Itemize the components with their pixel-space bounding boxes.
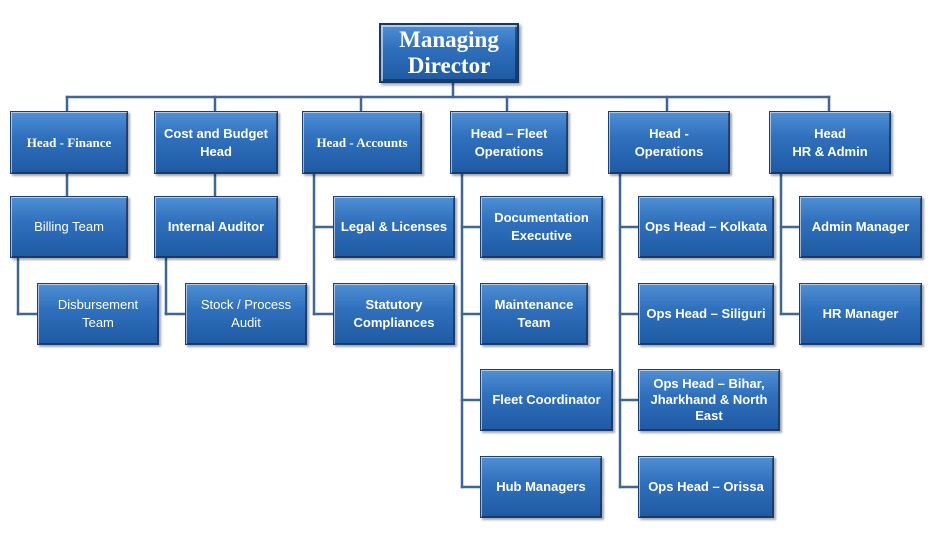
- head-fleet-operations-box: Head – Fleet Operations: [450, 111, 568, 174]
- head-hr-admin-label: Head HR & Admin: [792, 125, 868, 159]
- ops-head-siliguri-box: Ops Head – Siliguri: [638, 283, 774, 345]
- hr-manager-label: HR Manager: [822, 306, 899, 321]
- stock-process-audit-label: Stock / Process Audit: [200, 297, 292, 330]
- fleet-coordinator-box: Fleet Coordinator: [480, 369, 613, 431]
- admin-manager-label: Admin Manager: [811, 219, 910, 234]
- disbursement-team-box: Disbursement Team: [37, 283, 159, 345]
- hub-managers-label: Hub Managers: [496, 479, 586, 494]
- legal-licenses-label: Legal & Licenses: [340, 219, 448, 234]
- internal-auditor-box: Internal Auditor: [154, 196, 278, 258]
- head-fleet-operations-label: Head – Fleet Operations: [470, 125, 548, 159]
- disbursement-team-label: Disbursement Team: [57, 297, 139, 330]
- maintenance-team-box: Maintenance Team: [480, 283, 588, 345]
- cost-budget-head-box: Cost and Budget Head: [154, 111, 278, 174]
- hr-manager-box: HR Manager: [799, 283, 922, 345]
- head-operations-label: Head - Operations: [634, 125, 704, 159]
- admin-manager-box: Admin Manager: [799, 196, 922, 258]
- fleet-coordinator-label: Fleet Coordinator: [492, 392, 601, 407]
- head-accounts-label: Head - Accounts: [316, 134, 408, 150]
- managing-director-box: Managing Director: [379, 23, 519, 83]
- documentation-executive-box: Documentation Executive: [480, 196, 603, 258]
- managing-director-label: Managing Director: [399, 27, 499, 78]
- head-operations-box: Head - Operations: [608, 111, 730, 174]
- statutory-compliances-box: Statutory Compliances: [333, 283, 455, 345]
- ops-head-kolkata-box: Ops Head – Kolkata: [638, 196, 774, 258]
- head-accounts-box: Head - Accounts: [302, 111, 422, 174]
- ops-head-orissa-label: Ops Head – Orissa: [648, 479, 764, 494]
- cost-budget-head-label: Cost and Budget Head: [164, 125, 268, 159]
- ops-head-siliguri-label: Ops Head – Siliguri: [646, 306, 766, 321]
- head-finance-box: Head - Finance: [10, 111, 128, 174]
- stock-process-audit-box: Stock / Process Audit: [185, 283, 307, 345]
- legal-licenses-box: Legal & Licenses: [333, 196, 455, 258]
- ops-head-orissa-box: Ops Head – Orissa: [638, 456, 774, 518]
- hub-managers-box: Hub Managers: [480, 456, 602, 518]
- ops-head-bihar-box: Ops Head – Bihar, Jharkhand & North East: [638, 369, 780, 431]
- documentation-executive-label: Documentation Executive: [494, 210, 589, 243]
- statutory-compliances-label: Statutory Compliances: [353, 297, 435, 330]
- ops-head-kolkata-label: Ops Head – Kolkata: [644, 219, 768, 234]
- ops-head-bihar-label: Ops Head – Bihar, Jharkhand & North East: [650, 376, 768, 423]
- billing-team-box: Billing Team: [10, 196, 128, 258]
- billing-team-label: Billing Team: [34, 219, 104, 234]
- head-finance-label: Head - Finance: [26, 134, 112, 150]
- head-hr-admin-box: Head HR & Admin: [769, 111, 891, 174]
- maintenance-team-label: Maintenance Team: [494, 297, 574, 330]
- internal-auditor-label: Internal Auditor: [167, 219, 265, 234]
